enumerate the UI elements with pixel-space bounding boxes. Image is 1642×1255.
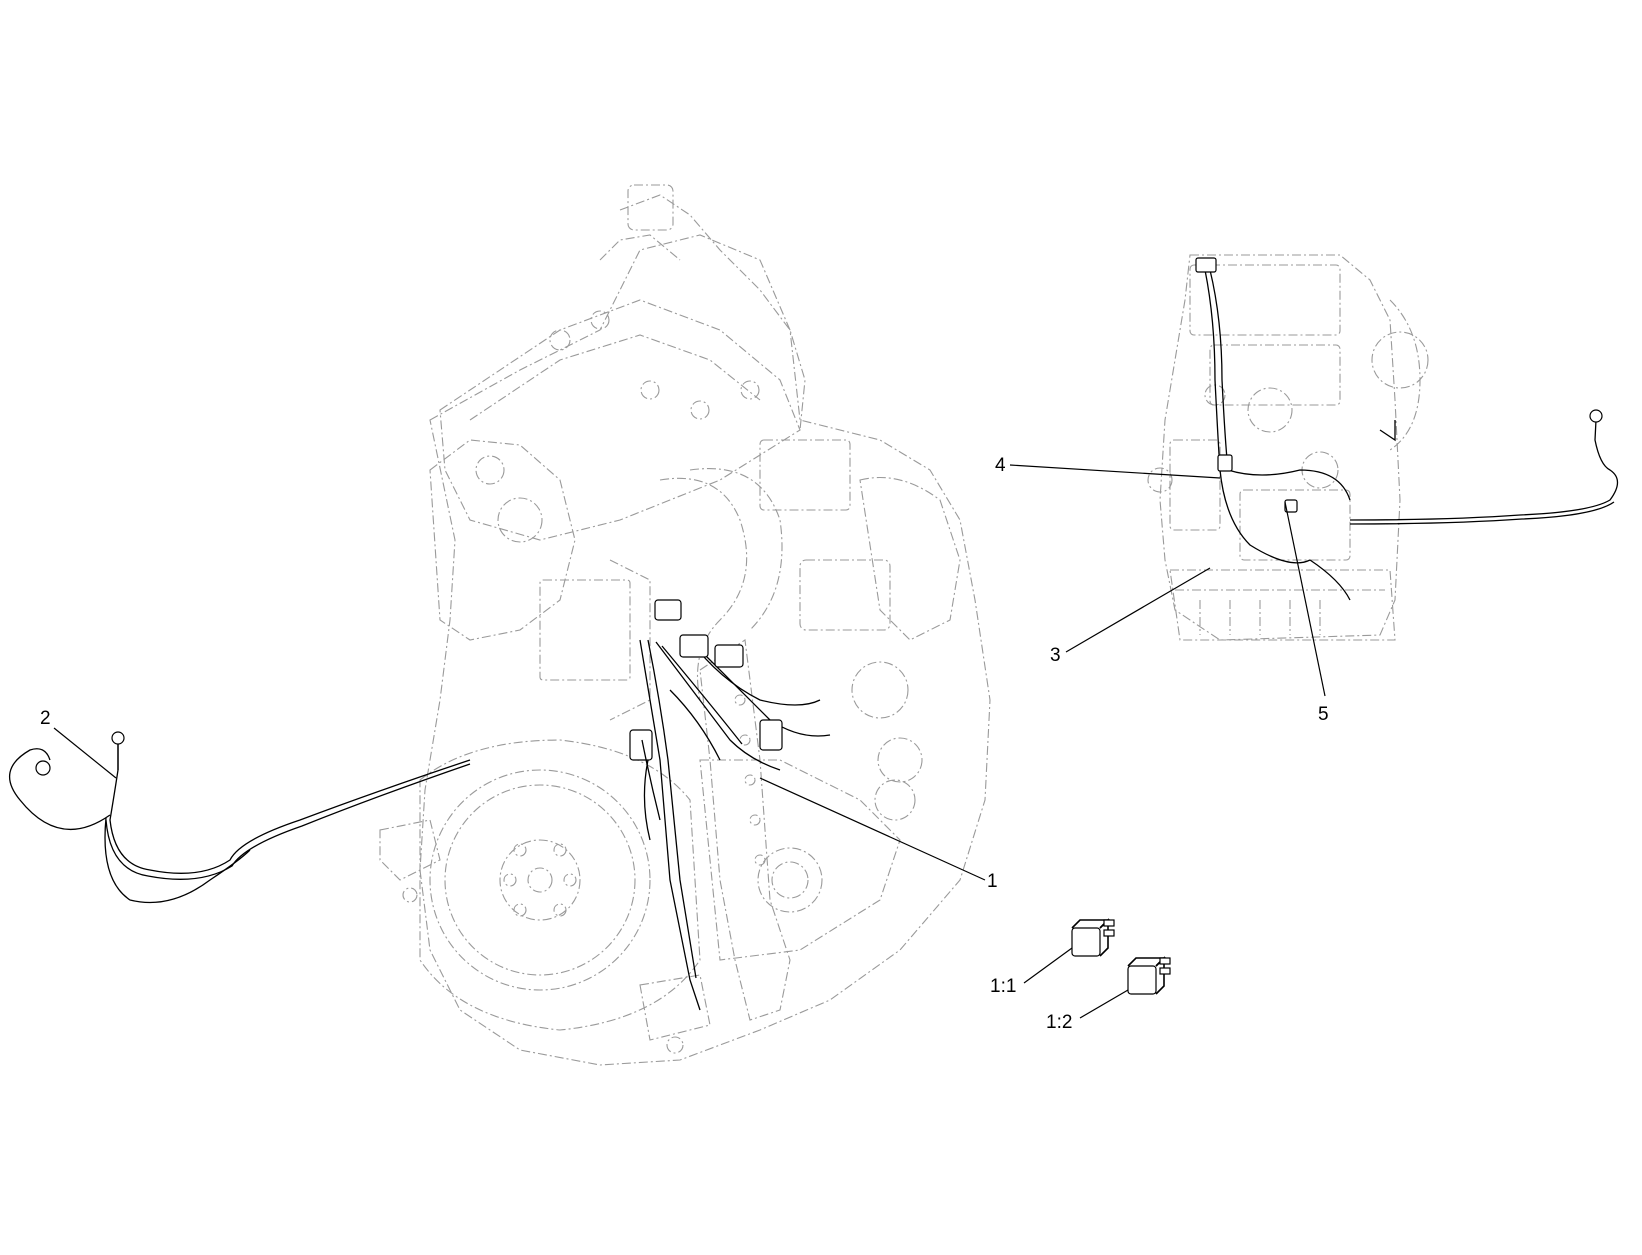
main-engine-drawing	[379, 184, 991, 1066]
callout-labels: 1 2 3 4 5 1:1 1:2	[40, 455, 1329, 1033]
callout-5: 5	[1318, 704, 1329, 725]
ground-cable	[8, 731, 471, 904]
detail-wiring	[1195, 257, 1619, 601]
leader-1-2	[1079, 989, 1129, 1019]
leader-1-1	[1023, 947, 1073, 984]
leader-5	[1284, 501, 1326, 697]
leader-1	[759, 777, 986, 881]
leader-2	[53, 727, 117, 779]
relay-1-2-drawing	[1127, 956, 1171, 995]
callout-3: 3	[1050, 645, 1061, 666]
leader-4	[1009, 464, 1221, 479]
leader-3	[1065, 567, 1211, 653]
callout-4: 4	[995, 455, 1006, 476]
callout-1: 1	[987, 871, 998, 892]
callout-2: 2	[40, 708, 51, 729]
engine-wiring-harness	[629, 599, 831, 1011]
leader-lines	[53, 464, 1326, 1019]
detail-engine-drawing	[1147, 254, 1429, 641]
callout-1-2: 1:2	[1046, 1012, 1072, 1033]
relay-1-1-drawing	[1071, 918, 1115, 957]
callout-1-1: 1:1	[990, 976, 1016, 997]
